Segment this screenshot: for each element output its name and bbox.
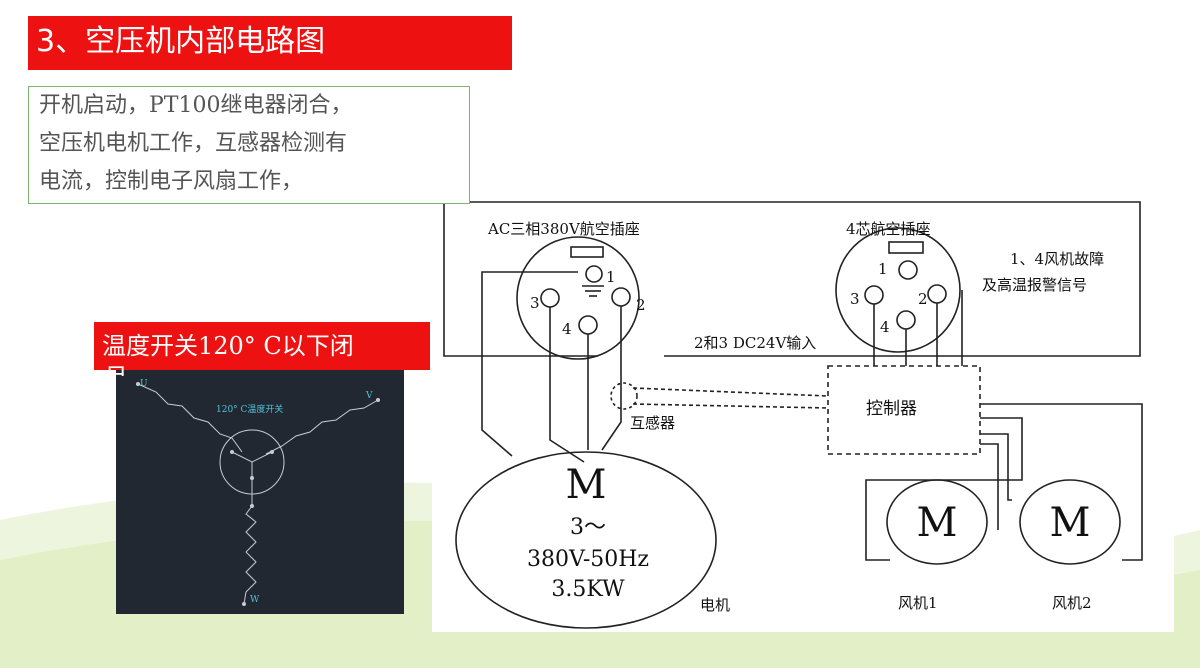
transformer-label: 互感器	[630, 414, 675, 432]
wire-fan2-a	[980, 403, 1143, 561]
enclosure-line	[443, 202, 598, 357]
description-box: 开机启动，PT100继电器闭合， 空压机电机工作，互感器检测有 电流，控制电子风…	[28, 86, 470, 204]
terminal-w: W	[250, 595, 260, 605]
4core-pin-2	[927, 284, 947, 304]
4core-socket-label: 4芯航空插座	[846, 220, 931, 238]
description-line: 电流，控制电子风扇工作，	[39, 169, 304, 194]
wire-fan1-b	[980, 433, 1012, 501]
4core-socket-key	[888, 241, 924, 254]
wire-ac-3	[549, 307, 585, 463]
zigzag-wire-v	[265, 399, 379, 455]
ac-pin-number: 4	[562, 320, 572, 338]
4core-pin-number: 3	[850, 290, 860, 308]
motor-label: 电机	[700, 596, 730, 614]
terminal-u: U	[140, 379, 148, 389]
ac-pin-3	[540, 288, 560, 308]
page-title: 3、空压机内部电路图	[36, 24, 326, 59]
motor-voltage: 380V-50Hz	[527, 547, 649, 572]
4core-pin-number: 1	[878, 260, 888, 278]
controller-box	[827, 365, 981, 455]
motor-power: 3.5KW	[551, 577, 625, 602]
motor-outline	[455, 451, 717, 629]
description-line: 空压机电机工作，互感器检测有	[39, 131, 348, 156]
temp-switch-label: 温度开关120° C以下闭	[102, 332, 354, 360]
4core-socket-outline	[835, 227, 961, 353]
fan2-symbol: M	[1050, 500, 1091, 546]
dc-input-label: 2和3 DC24V输入	[694, 334, 816, 352]
temp-switch-schematic: 120° C温度开关 U V W	[136, 379, 380, 606]
fault-signal-label: 1、4风机故障	[1010, 250, 1104, 268]
4core-pin-4	[896, 310, 916, 330]
fan1-symbol: M	[917, 500, 958, 546]
fan1-outline	[886, 479, 988, 565]
motor-phase: 3～	[570, 515, 606, 540]
fan2-label: 风机2	[1052, 594, 1092, 612]
temp-switch-inset: 120° C温度开关 U V W	[116, 366, 404, 614]
ac-socket-label: AC三相380V航空插座	[487, 220, 640, 238]
zigzag-wire-u	[137, 383, 243, 453]
4core-pin-number: 4	[880, 318, 890, 336]
fan2-outline	[1019, 479, 1121, 565]
temp-switch-label-overflow-text: 合	[104, 366, 128, 380]
enclosure-line	[444, 201, 1141, 357]
controller-label: 控制器	[866, 399, 917, 419]
4core-pin-number: 2	[918, 290, 928, 308]
transformer-coil	[610, 382, 638, 410]
ac-pin-2	[611, 287, 631, 307]
4core-pin-3	[864, 285, 884, 305]
ac-pin-number: 3	[530, 294, 540, 312]
4core-pin-1	[898, 260, 918, 280]
temp-switch-label-box: 温度开关120° C以下闭	[94, 322, 430, 370]
inset-label: 120° C温度开关	[216, 403, 283, 415]
ac-pin-number: 1	[606, 268, 616, 286]
ac-pin-number: 2	[636, 296, 646, 314]
ac-socket-outline	[516, 236, 640, 360]
fault-signal-label: 及高温报警信号	[982, 276, 1087, 294]
ac-pin-1	[585, 265, 603, 283]
wire-ground	[481, 271, 578, 457]
fan1-label: 风机1	[898, 594, 938, 612]
ac-socket-key	[570, 246, 604, 258]
terminal-v: V	[365, 391, 373, 401]
wire-ac-2	[601, 306, 622, 451]
motor-symbol: M	[566, 462, 607, 508]
title-banner: 3、空压机内部电路图	[28, 16, 512, 70]
zigzag-wire-w	[243, 476, 257, 605]
wiring-diagram: AC三相380V航空插座 4芯航空插座 1 2 3 4 1 2 3 4 1、4风…	[432, 190, 1174, 632]
temp-switch-label-overflow: 合	[104, 366, 130, 392]
description-line: 开机启动，PT100继电器闭合，	[39, 93, 353, 118]
wire-fan2-b	[980, 443, 999, 530]
ac-pin-4	[578, 315, 598, 335]
